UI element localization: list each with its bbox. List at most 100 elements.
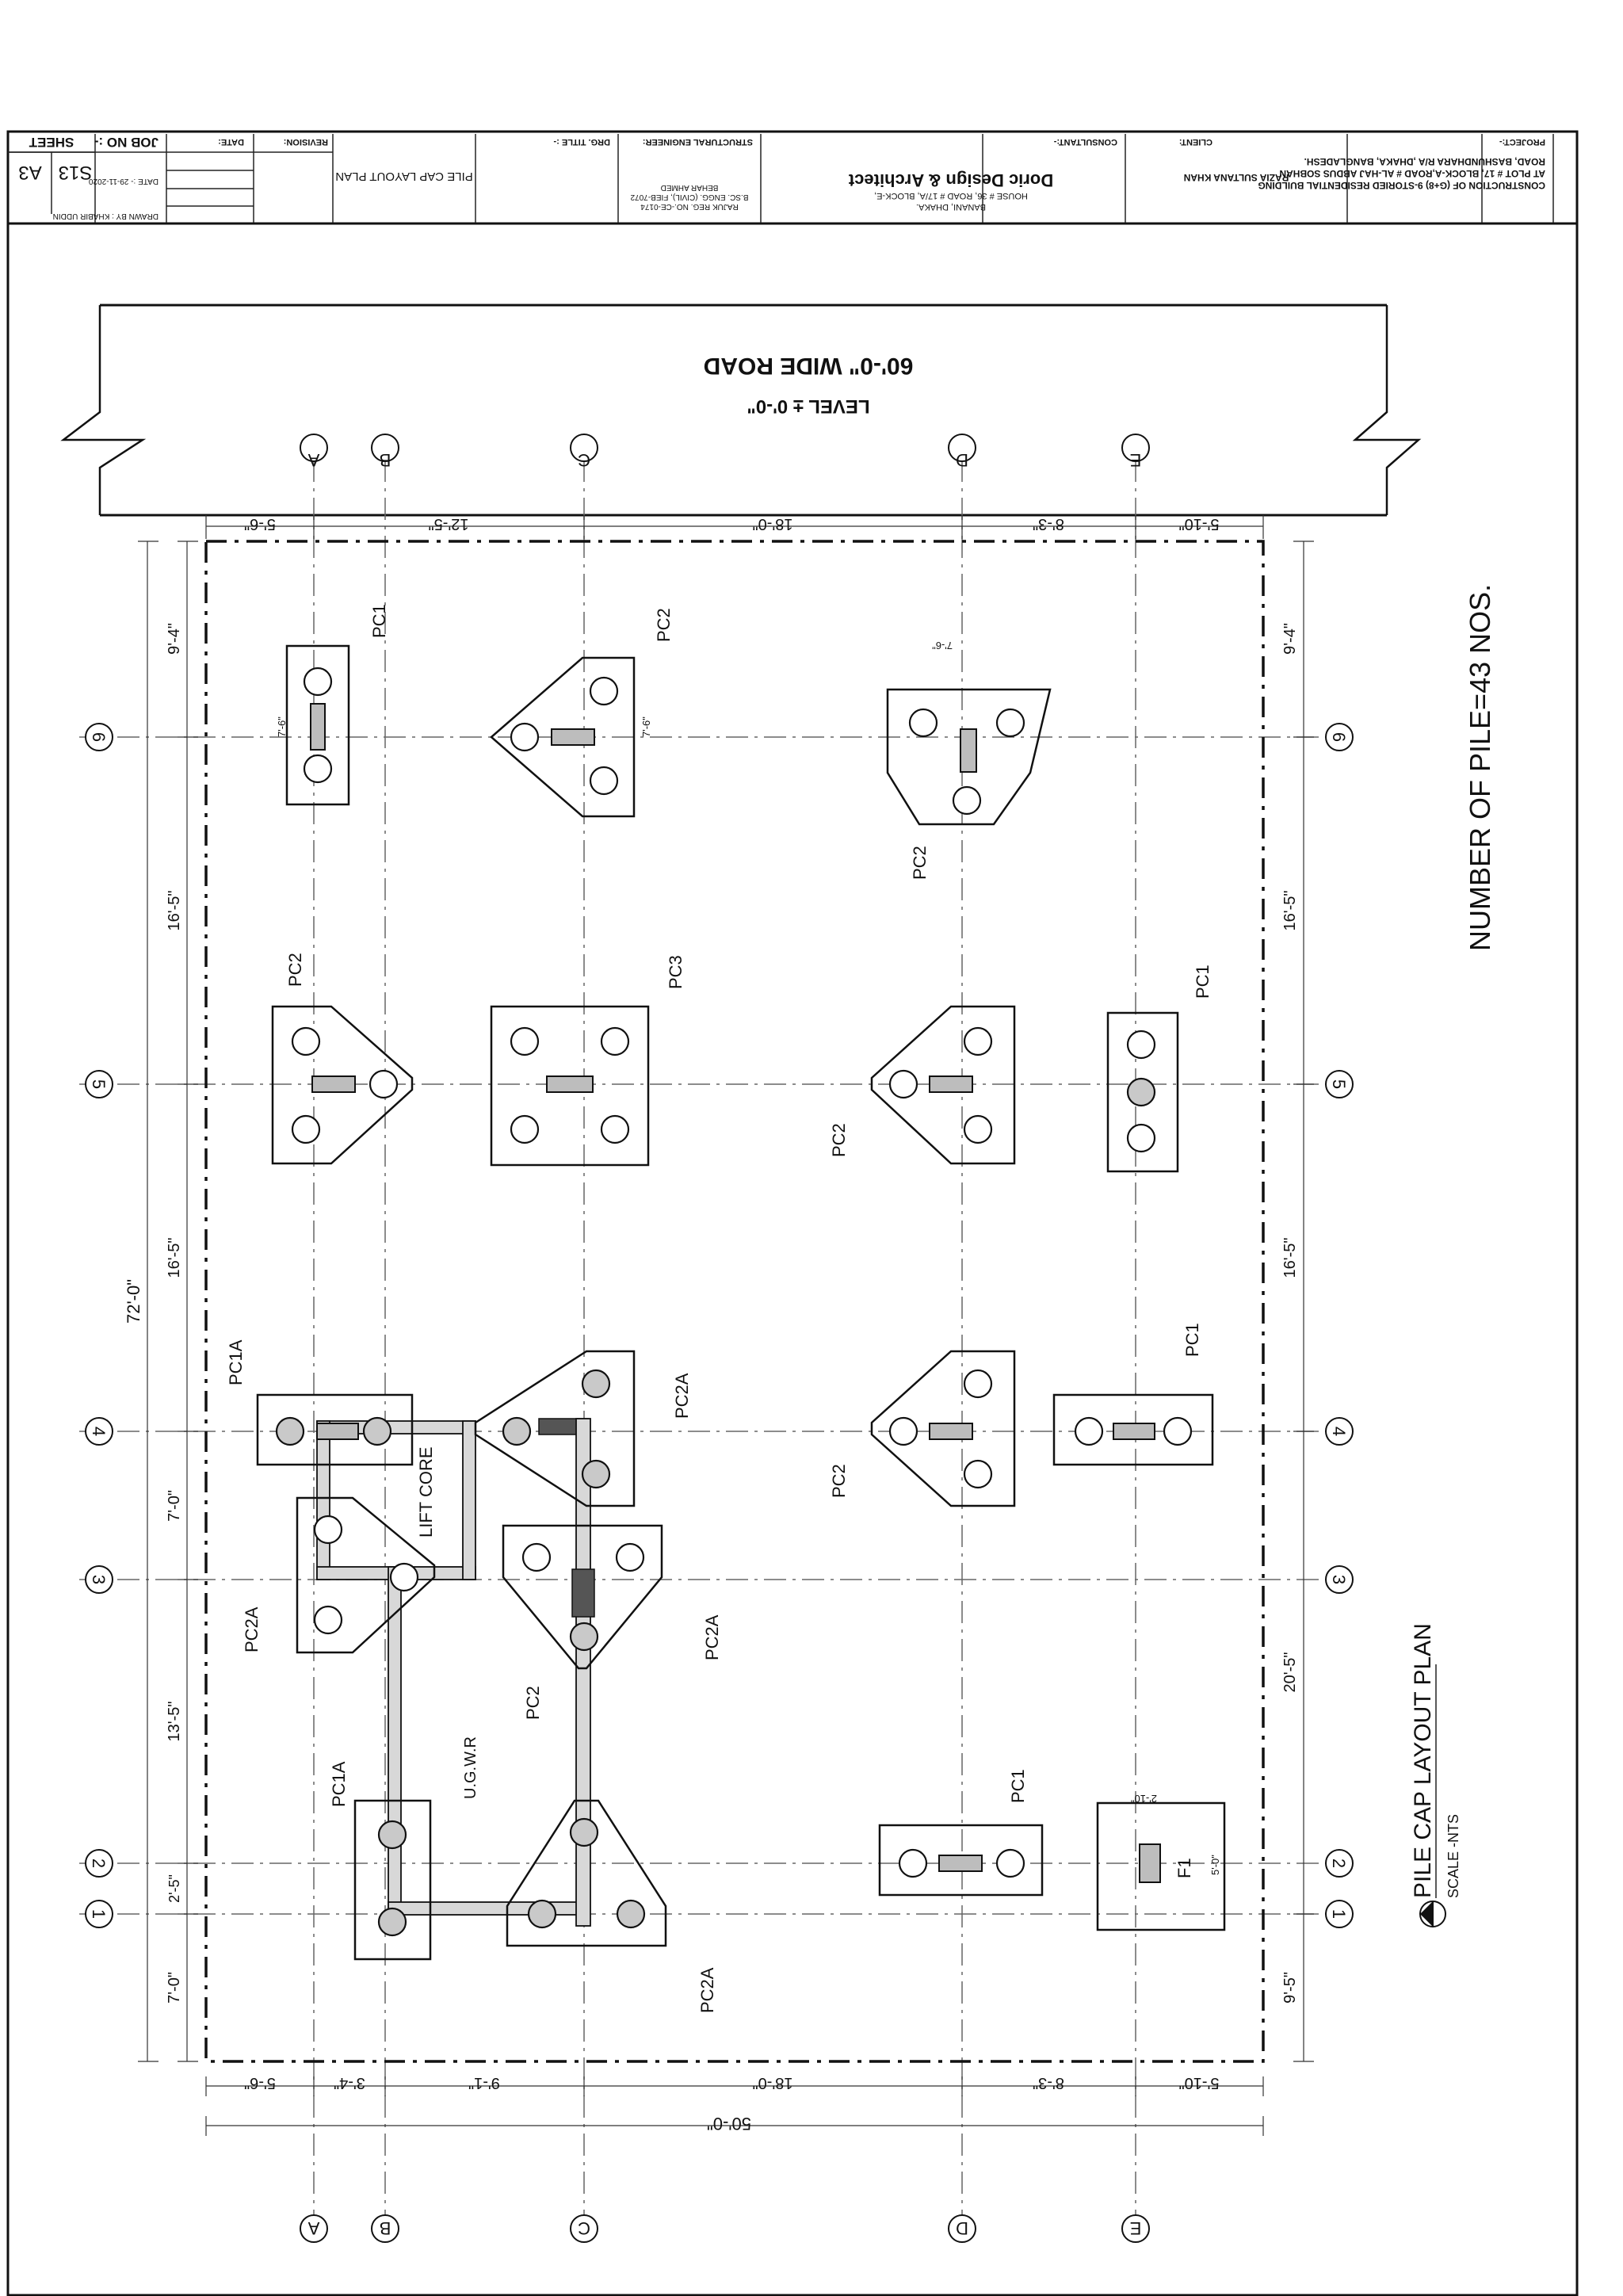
pile-cap-pc2-d6: PC2 7'-6" <box>886 640 1052 880</box>
date-col-label: DATE: <box>218 137 244 147</box>
cap-dim-d6-1: 7'-6" <box>932 640 953 651</box>
grid-bubble-e-top: E <box>1130 450 1142 470</box>
grid-bubble-b-bottom: B <box>380 2218 391 2238</box>
bottom-dim-5: 8'-3" <box>1033 2074 1064 2092</box>
grid-bubble-a-bottom: A <box>307 2218 319 2238</box>
date-value: DATE :- 29-11-2020 <box>89 177 158 185</box>
project-label: PROJECT:- <box>1499 137 1545 147</box>
drg-title: PILE CAP LAYOUT PLAN <box>335 170 472 183</box>
road: 60'-0" WIDE ROAD LEVEL ± 0'-0" <box>60 304 1422 517</box>
left-dim-3: 16'-5" <box>166 1238 183 1278</box>
grid-bubbles-left: 6 5 4 3 2 1 <box>85 723 113 1928</box>
pile-cap-pc2-d5: PC2 <box>829 1005 1016 1165</box>
top-dim-5: 5'-10" <box>1179 515 1220 533</box>
pile-cap-pc1a-a4: PC1A <box>226 1339 414 1466</box>
right-dim-5: 9'-5" <box>1281 1972 1299 2004</box>
right-dim-4: 20'-5" <box>1281 1652 1299 1693</box>
right-dim-3: 16'-5" <box>1281 1238 1299 1278</box>
consultant-label: CONSULTANT:- <box>1053 137 1117 147</box>
bottom-total-dim: 50'-0" <box>707 2114 751 2134</box>
grid-bubble-d-top: D <box>956 450 968 470</box>
cap-dim-e2-1: 5'-0" <box>1209 1855 1221 1875</box>
title-block: PROJECT:- CONSTRUCTION OF (G+8) 9-STORIE… <box>8 134 1554 223</box>
cap-label-pc2-c3: PC2 <box>523 1686 543 1720</box>
grid-bubble-1-left: 1 <box>89 1909 109 1919</box>
pile-cap-pc1-a6: PC1 7'-6" <box>276 604 389 806</box>
left-dim-7: 7'-0" <box>166 1972 183 2004</box>
client-name: RAZIA SULTANA KHAN <box>1184 172 1289 183</box>
cap-label-pc2-d4: PC2 <box>829 1464 849 1498</box>
grid-bubble-5-left: 5 <box>89 1079 109 1089</box>
cap-label-pc2a-a3: PC2A <box>242 1606 262 1652</box>
plan-title: PILE CAP LAYOUT PLAN <box>1410 1623 1436 1898</box>
pile-cap-pc1-e5: PC1 <box>1106 965 1212 1173</box>
cap-label-pc2-d6: PC2 <box>910 846 930 880</box>
right-dim-2: 16'-5" <box>1281 891 1299 931</box>
grid-bubble-d-bottom: D <box>956 2218 968 2238</box>
sheet-border <box>6 130 1579 2296</box>
bottom-dimension-string: 5'-6" 3'-4" 9'-1" 18'-0" 8'-3" 5'-10" 50… <box>205 2074 1264 2136</box>
sheet-size: A3 <box>18 162 41 183</box>
engineer-line-1: BEHAR AHMED <box>661 183 719 192</box>
bottom-dim-1: 5'-6" <box>244 2074 276 2092</box>
grid-lines <box>79 460 1347 2215</box>
consultant-address-1: HOUSE # 36, ROAD # 17/A, BLOCK-E, <box>874 191 1028 201</box>
ugwr-label: U.G.W.R <box>462 1736 479 1799</box>
pile-cap-pc2a-a3: PC2A <box>242 1496 436 1654</box>
consultant-address-2: BANANI, DHAKA. <box>916 202 986 212</box>
cap-label-pc1-e4: PC1 <box>1182 1323 1202 1357</box>
grid-bubble-6-right: 6 <box>1329 732 1349 742</box>
grid-bubble-4-left: 4 <box>89 1427 109 1436</box>
left-dim-1: 9'-4" <box>166 623 183 655</box>
cap-label-pc2a-c4: PC2A <box>672 1373 692 1419</box>
grid-bubble-2-left: 2 <box>89 1859 109 1868</box>
cap-label-pc1-e5: PC1 <box>1193 965 1212 999</box>
cap-label-f1-e2: F1 <box>1174 1858 1194 1878</box>
cap-label-pc1-a6: PC1 <box>369 604 389 638</box>
grid-bubbles-top: A B C D E <box>300 434 1150 470</box>
pile-cap-pc2a-c4: PC2A <box>474 1350 692 1507</box>
left-dim-5: 13'-5" <box>166 1702 183 1742</box>
footing-f1-e2: F1 5'-0" 2'-10" <box>1096 1793 1226 1931</box>
grid-bubbles-bottom: A B C D E <box>300 2214 1150 2243</box>
left-dim-4: 7'-0" <box>166 1490 183 1522</box>
client-label: CLIENT: <box>1179 137 1212 147</box>
left-dim-6: 2'-5" <box>166 1874 182 1903</box>
pile-cap-pc1a-b2: PC1A U.G.W.R <box>329 1736 479 1961</box>
lift-core-walls <box>316 1418 595 1927</box>
cap-dim-a6-1: 7'-6" <box>276 716 288 737</box>
grid-bubble-3-right: 3 <box>1329 1575 1349 1584</box>
lift-core-label: LIFT CORE <box>416 1446 436 1538</box>
grid-bubble-a-top: A <box>307 450 319 470</box>
cap-label-pc2a-c1: PC2A <box>697 1967 717 2013</box>
grid-bubbles-right: 6 5 4 3 2 1 <box>1325 723 1354 1928</box>
plan-title-block: PILE CAP LAYOUT PLAN SCALE -NTS <box>1410 1623 1461 1927</box>
cap-label-pc1a-a4: PC1A <box>226 1339 246 1385</box>
right-dimension-string: 9'-4" 16'-5" 16'-5" 20'-5" 9'-5" <box>1281 541 1314 2062</box>
pile-cap-pc2-a5: PC2 <box>271 953 414 1165</box>
grid-bubble-b-top: B <box>380 450 391 470</box>
top-dim-3: 18'-0" <box>753 515 793 533</box>
cap-label-pc2-c6: PC2 <box>654 608 674 642</box>
top-dimension-string: 5'-6" 12'-5" 18'-0" 8'-3" 5'-10" <box>205 515 1264 539</box>
engineer-label: STRUCTURAL ENGINEER: <box>643 137 753 147</box>
pile-cap-pc2-c6: PC2 7'-6" <box>490 608 674 818</box>
grid-bubble-c-bottom: C <box>578 2218 590 2238</box>
pile-cap-pc1-e4: PC1 <box>1052 1323 1214 1466</box>
pile-cap-pc2-d4: PC2 <box>829 1350 1016 1507</box>
top-dim-1: 5'-6" <box>244 515 276 533</box>
cap-label-pc1a-b2: PC1A <box>329 1761 349 1807</box>
project-line-2: AT PLOT # 17, BLOCK-A,ROAD # AL-HAJ ABDU… <box>1279 168 1545 179</box>
pile-cap-pc1-d2: PC1 <box>878 1769 1044 1897</box>
grid-bubble-6-left: 6 <box>89 732 109 742</box>
road-width-label: 60'-0" WIDE ROAD <box>704 353 914 379</box>
pile-cap-pc3-c5: PC3 <box>490 955 685 1167</box>
grid-bubble-5-right: 5 <box>1329 1079 1349 1089</box>
cap-dim-c6-1: 7'-6" <box>640 716 652 737</box>
revision-label: REVISION: <box>284 137 328 147</box>
bottom-dim-3: 9'-1" <box>468 2074 500 2092</box>
cap-label-pc2a-c3b: PC2A <box>702 1614 722 1660</box>
cap-label-pc3-c5: PC3 <box>666 955 685 989</box>
grid-bubble-1-right: 1 <box>1329 1909 1349 1919</box>
